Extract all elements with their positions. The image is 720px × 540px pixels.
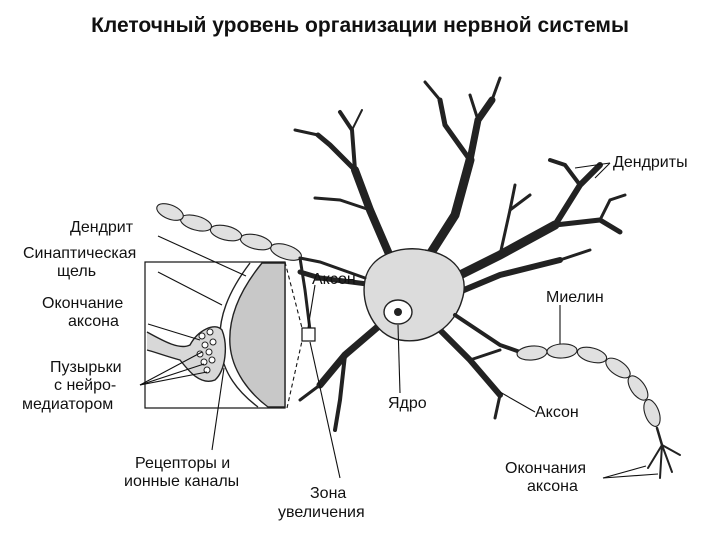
- nucleolus: [394, 308, 402, 316]
- synapse-inset: [144, 261, 286, 409]
- page-title: Клеточный уровень организации нервной си…: [91, 14, 629, 37]
- axon-bottom-shape: [453, 313, 681, 479]
- label-synaptic-cleft-2: щель: [57, 263, 96, 280]
- label-axon-top: Аксон: [312, 271, 356, 288]
- cell-body: [363, 248, 465, 342]
- label-vesicles-1: Пузырьки: [50, 359, 122, 376]
- label-axon-bottom: Аксон: [535, 404, 579, 421]
- vesicles-shape: [196, 328, 217, 374]
- dendrite-tree: [293, 76, 627, 432]
- zoom-marker: [301, 327, 316, 342]
- label-axon-terminal-1: Окончание: [42, 295, 123, 312]
- label-vesicles-3: медиатором: [22, 396, 113, 413]
- label-vesicles-2: с нейро-: [54, 377, 116, 394]
- label-myelin: Миелин: [546, 289, 604, 306]
- label-receptors-1: Рецепторы и: [135, 455, 230, 472]
- axon-top-shape: [156, 203, 367, 332]
- label-zoom-zone-2: увеличения: [278, 504, 365, 521]
- label-dendrites: Дендриты: [613, 154, 688, 171]
- label-receptors-2: ионные каналы: [124, 473, 239, 490]
- leader-lines: [139, 162, 659, 479]
- label-axon-endings-1: Окончания: [505, 460, 586, 477]
- label-axon-endings-2: аксона: [527, 478, 578, 495]
- label-dendrite: Дендрит: [70, 219, 134, 236]
- label-zoom-zone-1: Зона: [310, 485, 346, 502]
- label-axon-terminal-2: аксона: [68, 313, 119, 330]
- label-nucleus: Ядро: [388, 395, 427, 412]
- label-synaptic-cleft-1: Синаптическая: [23, 245, 136, 262]
